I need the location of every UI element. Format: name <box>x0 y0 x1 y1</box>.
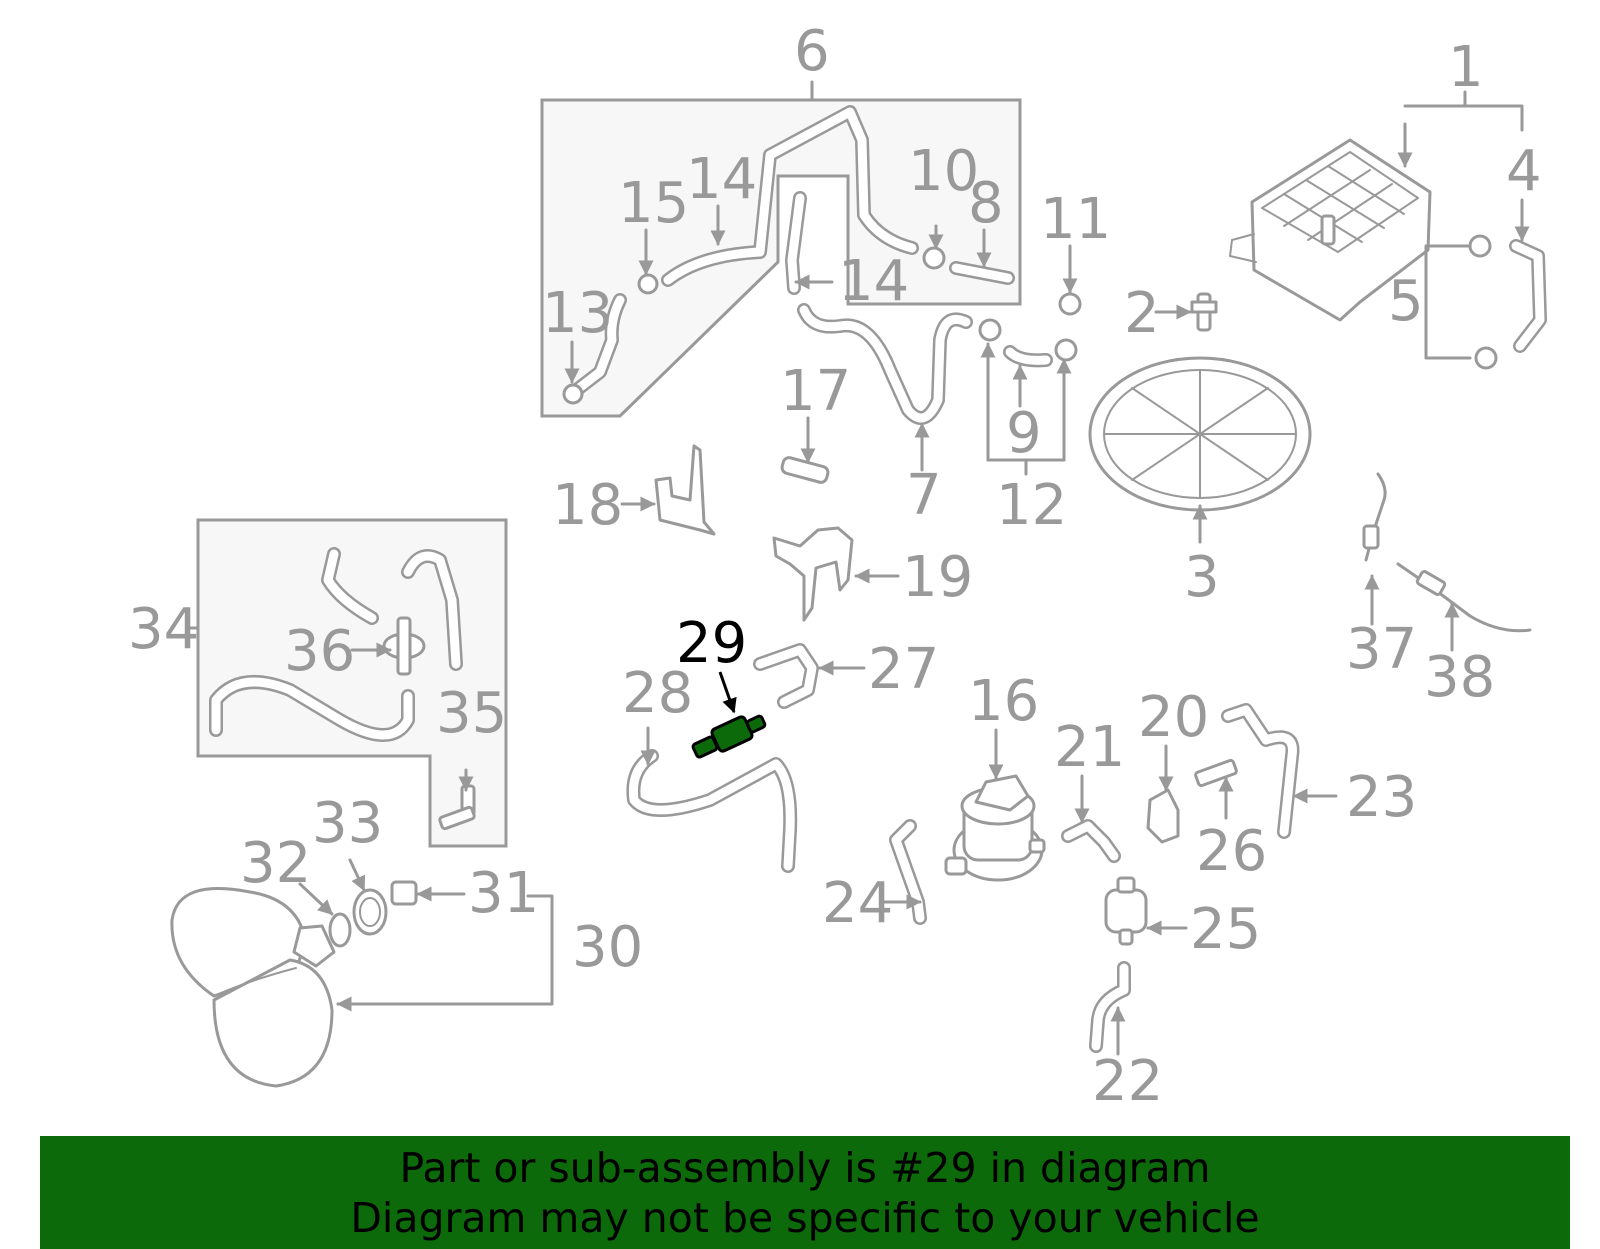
callout-labels: 1 2 3 4 5 6 7 8 9 10 11 12 13 14 14 15 1… <box>128 19 1542 1114</box>
hose-4-clamps-5 <box>1424 234 1547 370</box>
bracket-20 <box>1146 788 1180 844</box>
callout-9: 9 <box>1006 401 1042 466</box>
fitting-2 <box>1190 292 1218 332</box>
callout-31: 31 <box>468 861 539 926</box>
callout-16: 16 <box>968 669 1039 734</box>
callout-37: 37 <box>1346 617 1417 682</box>
hose-22 <box>1089 961 1131 1053</box>
pump-16 <box>944 774 1046 882</box>
tube-24 <box>889 819 927 925</box>
fitting-35 <box>438 784 476 831</box>
callout-11: 11 <box>1040 187 1111 252</box>
hose-7 <box>797 303 973 425</box>
air-box-1 <box>1229 138 1432 322</box>
callout-2: 2 <box>1124 281 1160 346</box>
callout-20: 20 <box>1138 685 1209 750</box>
callout-10: 10 <box>908 139 979 204</box>
callout-19: 19 <box>902 545 973 610</box>
fitting-27 <box>753 643 819 709</box>
tank-30 <box>170 887 336 1088</box>
callout-18: 18 <box>552 473 623 538</box>
callout-15: 15 <box>618 171 689 236</box>
callout-35: 35 <box>436 681 507 746</box>
callout-4: 4 <box>1506 139 1542 204</box>
callout-26: 26 <box>1196 819 1267 884</box>
bracket-18 <box>654 444 716 536</box>
group-6-hoses <box>562 105 1015 405</box>
ring-32-33 <box>328 880 418 948</box>
fitting-26 <box>1194 758 1238 788</box>
callout-13: 13 <box>542 281 613 346</box>
callout-5: 5 <box>1388 269 1424 334</box>
banner-line-2: Diagram may not be specific to your vehi… <box>350 1193 1260 1242</box>
callout-32: 32 <box>240 831 311 896</box>
hose-23 <box>1221 703 1300 839</box>
callout-1: 1 <box>1448 35 1484 100</box>
callout-29-highlighted: 29 <box>676 611 747 676</box>
part-29-highlighted <box>691 714 767 759</box>
callout-3: 3 <box>1184 545 1220 610</box>
callout-14b: 14 <box>838 249 909 314</box>
fitting-21 <box>1061 819 1121 863</box>
callout-34: 34 <box>128 597 199 662</box>
callout-23: 23 <box>1346 765 1417 830</box>
callout-38: 38 <box>1424 645 1495 710</box>
air-filter-3 <box>1088 356 1312 512</box>
bracket-19 <box>772 526 854 622</box>
callout-30: 30 <box>572 915 643 980</box>
callout-36: 36 <box>284 619 355 684</box>
callout-12: 12 <box>996 473 1067 538</box>
fitting-17 <box>780 456 830 484</box>
callout-6: 6 <box>794 19 830 84</box>
clamps-9-12 <box>978 292 1082 476</box>
info-banner: Part or sub-assembly is #29 in diagram D… <box>40 1136 1570 1249</box>
banner-line-1: Part or sub-assembly is #29 in diagram <box>399 1143 1211 1192</box>
callout-33: 33 <box>312 791 383 856</box>
callout-7: 7 <box>906 463 942 528</box>
callout-21: 21 <box>1054 715 1125 780</box>
filter-25 <box>1104 876 1148 946</box>
callout-17: 17 <box>780 359 851 424</box>
group-6-panel <box>540 80 1022 418</box>
callout-24: 24 <box>822 871 893 936</box>
callout-22: 22 <box>1092 1049 1163 1114</box>
group-34-panel <box>188 518 508 848</box>
callout-8: 8 <box>968 171 1004 236</box>
callout-14a: 14 <box>686 147 757 212</box>
hose-28 <box>626 749 798 873</box>
callout-28: 28 <box>622 661 693 726</box>
sensors-37-38 <box>1362 472 1532 633</box>
leader-lines <box>298 198 1530 1056</box>
callout-25: 25 <box>1190 897 1261 962</box>
callout-27: 27 <box>868 637 939 702</box>
